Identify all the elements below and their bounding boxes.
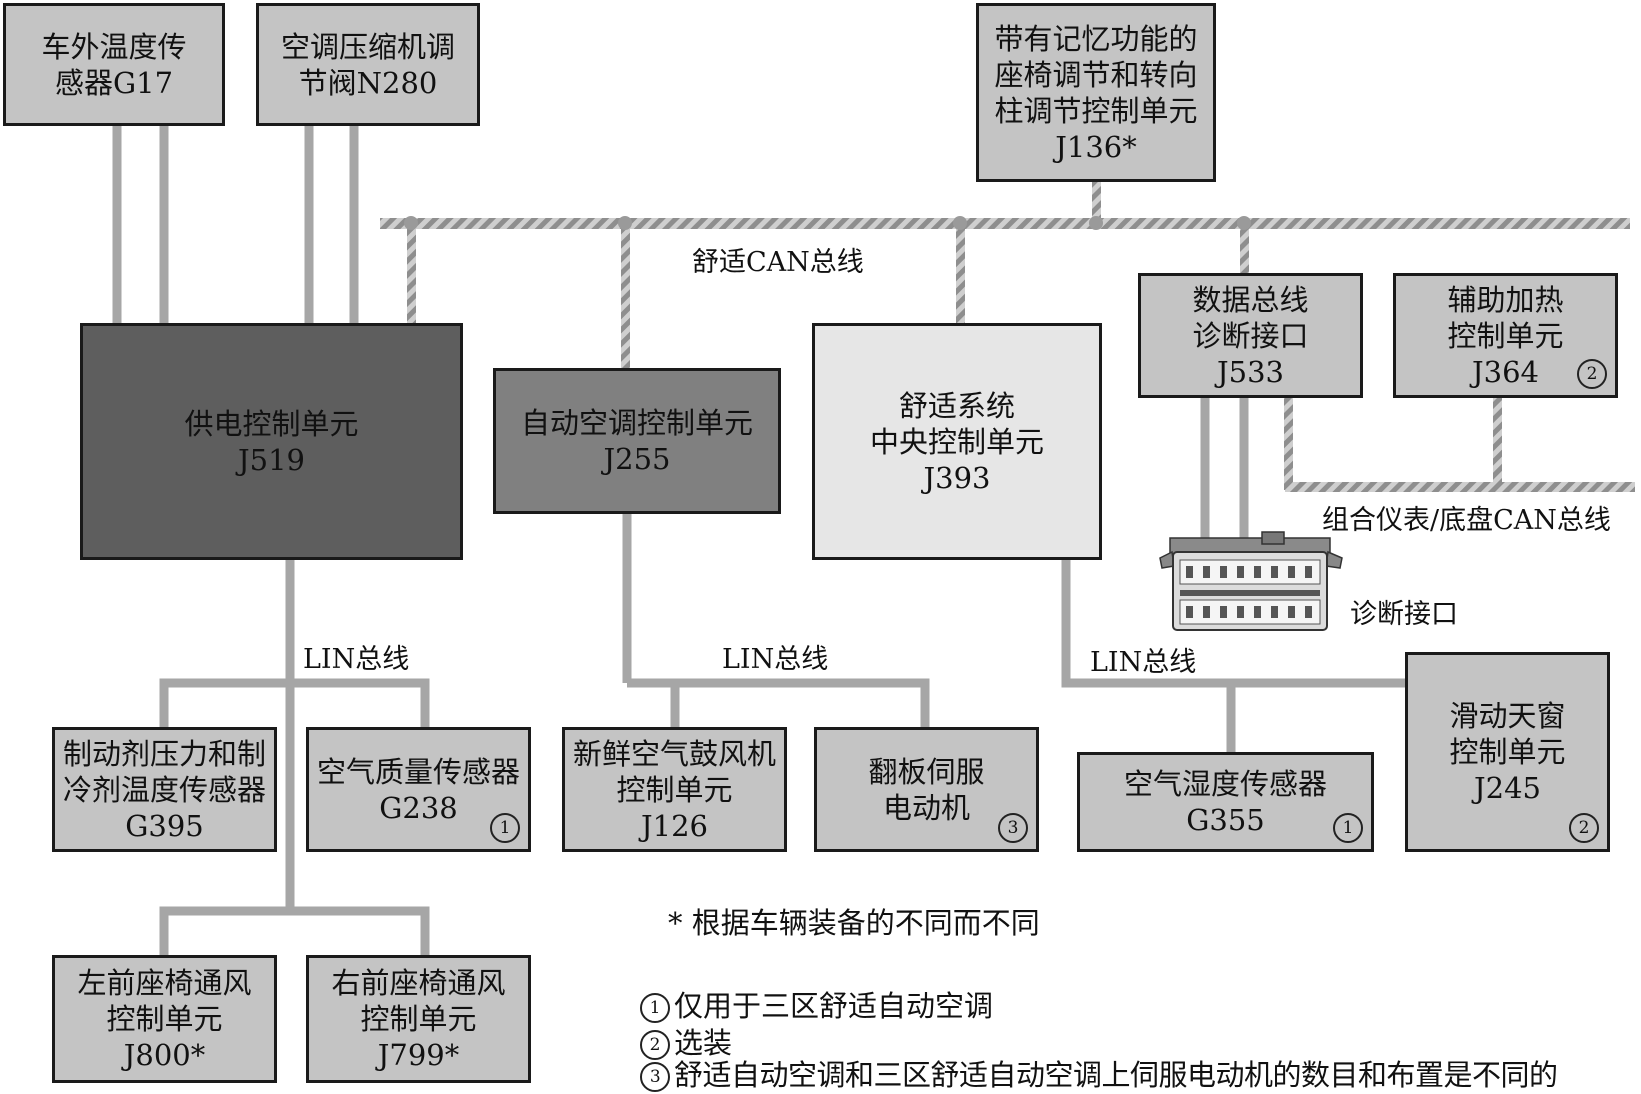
module-j533-line2: 诊断接口 bbox=[1192, 318, 1309, 353]
module-j136: 带有记忆功能的 座椅调节和转向 柱调节控制单元 J136* bbox=[976, 3, 1216, 182]
diagnostic-connector-icon bbox=[1159, 531, 1343, 631]
legend-note-1-mark: 1 bbox=[640, 993, 670, 1023]
module-j136-line2: 座椅调节和转向 bbox=[994, 57, 1198, 92]
module-j255: 自动空调控制单元 J255 bbox=[493, 368, 781, 514]
lin-bus-label-j255: LIN总线 bbox=[722, 644, 829, 675]
module-j126-line1: 新鲜空气鼓风机 bbox=[572, 736, 776, 771]
module-j519: 供电控制单元 J519 bbox=[80, 323, 463, 560]
module-j364-code: J364 bbox=[1472, 354, 1539, 389]
instrument-can-bus bbox=[1285, 482, 1635, 492]
can-stub-j136 bbox=[1092, 180, 1101, 225]
module-flap-line1: 翻板伺服 bbox=[868, 754, 985, 789]
module-g355-line1: 空气湿度传感器 bbox=[1123, 767, 1327, 801]
option-badge: 1 bbox=[490, 813, 520, 843]
module-j799-line1: 右前座椅通风 bbox=[331, 966, 506, 1000]
module-j393-line2: 中央控制单元 bbox=[869, 424, 1044, 459]
module-flap-line2: 电动机 bbox=[882, 790, 970, 825]
module-g395-line1: 制动剂压力和制 bbox=[62, 736, 266, 771]
module-g17: 车外温度传 感器G17 bbox=[3, 3, 225, 126]
module-n280-line2: 节阀N280 bbox=[298, 65, 438, 100]
module-j533-line1: 数据总线 bbox=[1192, 282, 1309, 317]
module-j245-line2: 控制单元 bbox=[1449, 735, 1566, 769]
module-g355-code: G355 bbox=[1186, 803, 1265, 837]
option-badge: 1 bbox=[1333, 813, 1363, 843]
instrument-can-stub-j533 bbox=[1284, 398, 1293, 490]
module-j245-line1: 滑动天窗 bbox=[1449, 699, 1566, 733]
diagnostic-port-label: 诊断接口 bbox=[1350, 599, 1458, 630]
module-j364-line1: 辅助加热 bbox=[1447, 282, 1564, 317]
legend-note-3-mark: 3 bbox=[640, 1062, 670, 1092]
module-j800-code: J800* bbox=[123, 1038, 206, 1072]
module-j533: 数据总线 诊断接口 J533 bbox=[1138, 273, 1363, 398]
can-stub-j393 bbox=[956, 223, 965, 323]
module-g17-line1: 车外温度传 bbox=[41, 29, 187, 64]
legend-note-3-text: 舒适自动空调和三区舒适自动空调上伺服电动机的数目和布置是不同的 bbox=[674, 1058, 1558, 1092]
module-g238-code: G238 bbox=[379, 790, 458, 825]
legend-note-1-text: 仅用于三区舒适自动空调 bbox=[674, 989, 994, 1023]
module-j364: 辅助加热 控制单元 J364 2 bbox=[1393, 273, 1618, 398]
module-j533-code: J533 bbox=[1217, 354, 1284, 389]
module-j245-code: J245 bbox=[1474, 771, 1541, 805]
can-stub-j519 bbox=[407, 223, 416, 323]
module-g395-code: G395 bbox=[125, 808, 204, 843]
module-j519-line1: 供电控制单元 bbox=[184, 406, 359, 441]
legend-note-2-mark: 2 bbox=[640, 1030, 670, 1060]
module-j136-code: J136* bbox=[1055, 129, 1137, 164]
module-n280: 空调压缩机调 节阀N280 bbox=[256, 3, 480, 126]
module-j136-line3: 柱调节控制单元 bbox=[994, 93, 1198, 128]
module-j245: 滑动天窗 控制单元 J245 2 bbox=[1405, 652, 1610, 852]
module-j800-line2: 控制单元 bbox=[106, 1002, 223, 1036]
module-g395-line2: 冷剂温度传感器 bbox=[62, 772, 266, 807]
module-j800: 左前座椅通风 控制单元 J800* bbox=[52, 955, 277, 1083]
module-g355: 空气湿度传感器 G355 1 bbox=[1077, 752, 1374, 852]
module-g238-line1: 空气质量传感器 bbox=[316, 754, 520, 789]
legend-note-2-text: 选装 bbox=[674, 1026, 733, 1060]
comfort-can-bus bbox=[380, 218, 1630, 229]
module-g238: 空气质量传感器 G238 1 bbox=[306, 727, 531, 852]
lin-bus-label-j393: LIN总线 bbox=[1090, 647, 1197, 678]
module-j393-line1: 舒适系统 bbox=[898, 388, 1015, 423]
module-g17-line2: 感器G17 bbox=[54, 65, 174, 100]
comfort-can-label: 舒适CAN总线 bbox=[692, 247, 864, 278]
option-badge: 2 bbox=[1569, 813, 1599, 843]
module-j126-line2: 控制单元 bbox=[616, 772, 733, 807]
lin-bus-label-j519: LIN总线 bbox=[303, 644, 410, 675]
can-stub-j255 bbox=[621, 223, 630, 368]
module-j799: 右前座椅通风 控制单元 J799* bbox=[306, 955, 531, 1083]
module-j255-code: J255 bbox=[603, 442, 671, 476]
module-j126: 新鲜空气鼓风机 控制单元 J126 bbox=[562, 727, 787, 852]
module-j255-line1: 自动空调控制单元 bbox=[520, 406, 753, 440]
instrument-can-stub-j364 bbox=[1493, 398, 1502, 490]
module-flap-servo: 翻板伺服 电动机 3 bbox=[814, 727, 1039, 852]
module-j800-line1: 左前座椅通风 bbox=[77, 966, 252, 1000]
module-g395: 制动剂压力和制 冷剂温度传感器 G395 bbox=[52, 727, 277, 852]
module-j126-code: J126 bbox=[641, 808, 708, 843]
legend-star-note: * 根据车辆装备的不同而不同 bbox=[668, 906, 1040, 940]
module-n280-line1: 空调压缩机调 bbox=[280, 29, 455, 64]
module-j799-line2: 控制单元 bbox=[360, 1002, 477, 1036]
module-j136-line1: 带有记忆功能的 bbox=[994, 21, 1198, 56]
module-j393-code: J393 bbox=[923, 460, 991, 495]
option-badge: 2 bbox=[1577, 359, 1607, 389]
module-j393: 舒适系统 中央控制单元 J393 bbox=[812, 323, 1102, 560]
option-badge: 3 bbox=[998, 813, 1028, 843]
module-j799-code: J799* bbox=[377, 1038, 460, 1072]
instrument-can-label: 组合仪表/底盘CAN总线 bbox=[1322, 505, 1611, 536]
can-stub-j533 bbox=[1240, 223, 1249, 275]
module-j364-line2: 控制单元 bbox=[1447, 318, 1564, 353]
module-j519-code: J519 bbox=[238, 442, 305, 477]
